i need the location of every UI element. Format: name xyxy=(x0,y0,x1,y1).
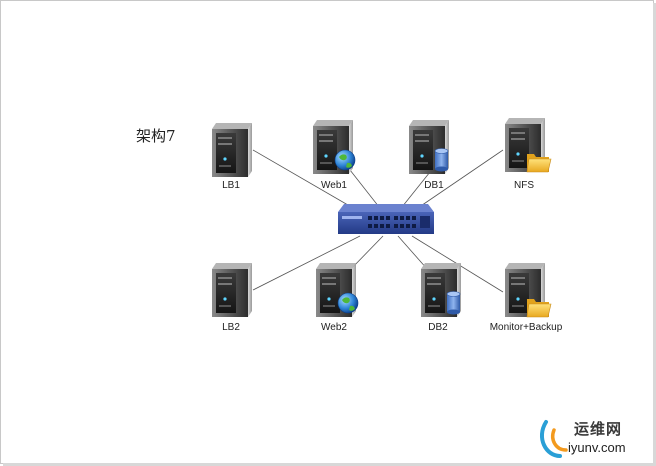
node-label-nfs: NFS xyxy=(514,180,534,191)
server-icon xyxy=(505,118,552,173)
folder-icon xyxy=(526,299,552,318)
database-icon xyxy=(446,291,461,315)
link-lb2 xyxy=(252,235,361,291)
node-label-lb2: LB2 xyxy=(222,322,240,333)
node-label-db2: DB2 xyxy=(428,322,448,333)
watermark-logo-icon xyxy=(540,420,568,458)
watermark-text: 运维网 xyxy=(574,420,623,438)
watermark-url: iyunv.com xyxy=(568,440,626,455)
page-title: 架构7 xyxy=(136,127,176,145)
server-icon xyxy=(421,263,461,317)
server-icon xyxy=(212,123,252,177)
server-icon xyxy=(313,120,356,174)
link-db2 xyxy=(397,235,429,271)
server-icon xyxy=(212,263,252,317)
globe-icon xyxy=(334,149,356,171)
network-links xyxy=(252,149,504,293)
node-label-web2: Web2 xyxy=(321,322,347,333)
node-label-monitor: Monitor+Backup xyxy=(489,322,563,333)
globe-icon xyxy=(337,292,359,314)
server-icon xyxy=(409,120,449,174)
link-nfs xyxy=(411,149,504,213)
folder-icon xyxy=(526,154,552,173)
network-switch-icon xyxy=(338,204,434,234)
database-icon xyxy=(434,148,449,172)
node-label-db1: DB1 xyxy=(424,180,444,191)
watermark: 运维网 iyunv.com xyxy=(538,416,648,460)
node-label-lb1: LB1 xyxy=(222,180,240,191)
link-lb1 xyxy=(252,149,361,213)
server-icon xyxy=(316,263,359,317)
node-label-web1: Web1 xyxy=(321,180,347,191)
server-icon xyxy=(505,263,552,318)
